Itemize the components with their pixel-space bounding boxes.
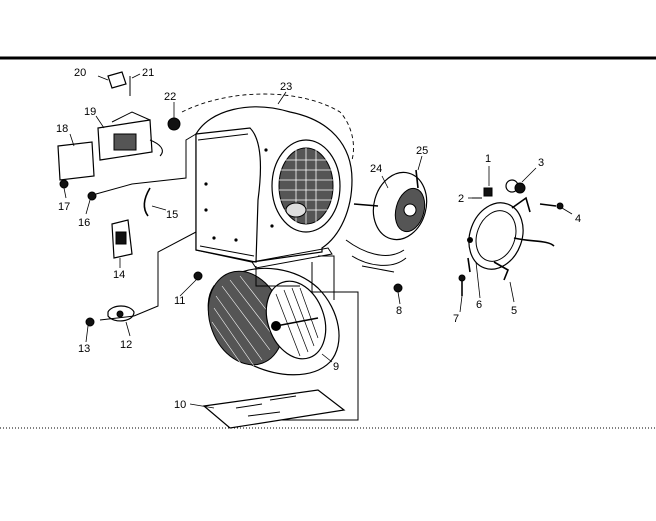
callout-24: 24 (370, 163, 382, 175)
callout-21: 21 (142, 67, 154, 79)
callout-15: 15 (166, 209, 178, 221)
callout-18: 18 (56, 123, 68, 135)
callout-20: 20 (74, 67, 86, 79)
wiring-lines (95, 133, 359, 421)
callout-1: 1 (485, 153, 491, 165)
callout-labels: 1 2 3 4 5 6 7 8 9 10 11 12 13 14 15 16 1… (56, 67, 581, 411)
callout-25: 25 (416, 145, 428, 157)
callout-10: 10 (174, 399, 186, 411)
callout-16: 16 (78, 217, 90, 229)
motor-mount-ring (467, 196, 555, 281)
leader-lines (63, 73, 573, 409)
callout-9: 9 (333, 361, 339, 373)
callout-11: 11 (174, 295, 185, 307)
blower-housing (181, 93, 354, 269)
callout-4: 4 (575, 213, 581, 225)
bottom-plate (202, 389, 346, 429)
blower-motor (345, 169, 428, 273)
hardware-parts (393, 179, 564, 296)
callout-2: 2 (458, 193, 464, 205)
blower-wheel (207, 267, 340, 376)
callout-14: 14 (113, 269, 125, 281)
callout-22: 22 (164, 91, 176, 103)
callout-23: 23 (280, 81, 292, 93)
callout-13: 13 (78, 343, 90, 355)
callout-6: 6 (476, 299, 482, 311)
callout-19: 19 (84, 106, 96, 118)
callout-7: 7 (453, 313, 459, 325)
callout-8: 8 (396, 305, 402, 317)
callout-3: 3 (538, 157, 544, 169)
callout-12: 12 (120, 339, 132, 351)
callout-17: 17 (58, 201, 70, 213)
callout-5: 5 (511, 305, 517, 317)
control-bracket (57, 71, 203, 327)
